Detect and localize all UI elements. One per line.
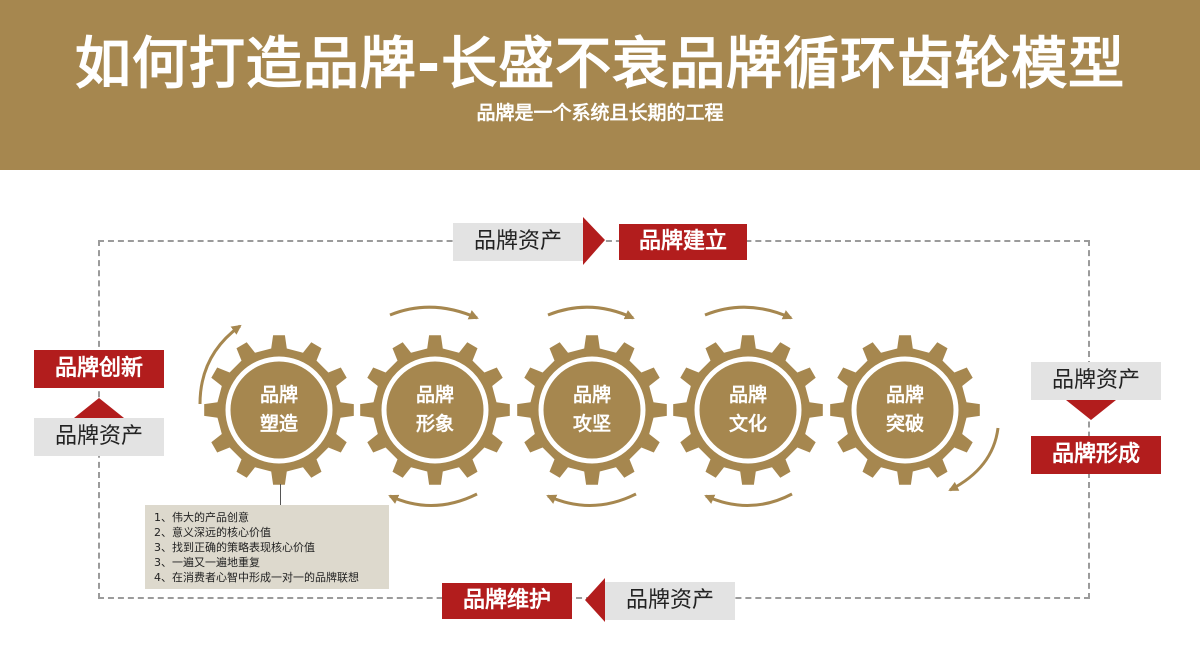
header-banner: 如何打造品牌-长盛不衰品牌循环齿轮模型 品牌是一个系统且长期的工程	[0, 0, 1200, 170]
arrow-top-3	[704, 305, 793, 320]
gear-label-line: 突破	[885, 413, 924, 435]
gear-label-1: 品牌 塑造	[239, 381, 319, 439]
left-asset-label: 品牌资产	[34, 418, 164, 456]
gear-label-line: 文化	[728, 413, 767, 435]
chevron-right-icon	[1066, 400, 1116, 420]
top-asset-label: 品牌资产	[453, 223, 583, 261]
gear-inner-ring	[225, 356, 333, 464]
chevron-top-icon	[583, 217, 605, 265]
notes-item: 3、一遍又一遍地重复	[154, 556, 260, 569]
notes-item: 3、找到正确的策略表现核心价值	[154, 541, 315, 554]
gear-group	[204, 335, 980, 485]
chevron-bottom-icon	[585, 578, 605, 622]
gear-label-line: 品牌	[728, 384, 767, 406]
gear-inner-ring	[694, 356, 802, 464]
notes-item: 1、伟大的产品创意	[154, 511, 249, 524]
gear-inner-ring	[851, 356, 959, 464]
gear-inner-ring	[381, 356, 489, 464]
notes-item: 2、意义深远的核心价值	[154, 526, 271, 539]
gear-label-2: 品牌 形象	[395, 381, 475, 439]
gear-label-line: 品牌	[415, 384, 454, 406]
right-stage-label: 品牌形成	[1031, 436, 1161, 474]
page-subtitle: 品牌是一个系统且长期的工程	[476, 102, 724, 124]
gear-inner-ring	[538, 356, 646, 464]
notes-box: 1、伟大的产品创意 2、意义深远的核心价值 3、找到正确的策略表现核心价值 3、…	[145, 505, 389, 589]
arrow-top-1	[389, 305, 479, 320]
arrow-bottom-1	[388, 492, 478, 507]
notes-connector-line	[280, 484, 281, 505]
gear-label-5: 品牌 突破	[865, 381, 945, 439]
gear-label-line: 形象	[415, 413, 454, 435]
chevron-left-icon	[74, 398, 124, 418]
bottom-asset-label: 品牌资产	[605, 582, 735, 620]
gear-label-line: 品牌	[885, 384, 924, 406]
arrow-left-up	[198, 324, 242, 405]
arrow-right-down	[948, 427, 1000, 492]
page-title: 如何打造品牌-长盛不衰品牌循环齿轮模型	[74, 32, 1126, 97]
gear-label-3: 品牌 攻坚	[552, 381, 632, 439]
arrow-bottom-2	[546, 492, 637, 507]
left-stage-label: 品牌创新	[34, 350, 164, 388]
right-asset-label: 品牌资产	[1031, 362, 1161, 400]
gear-label-4: 品牌 文化	[708, 381, 788, 439]
bottom-stage-label: 品牌维护	[442, 583, 572, 619]
rotation-arrows	[198, 305, 1000, 507]
arrow-top-2	[547, 305, 635, 320]
gear-label-line: 塑造	[259, 413, 298, 435]
notes-item: 4、在消费者心智中形成一对一的品牌联想	[154, 571, 359, 584]
gear-label-line: 攻坚	[572, 413, 611, 435]
gear-label-line: 品牌	[572, 384, 611, 406]
gear-label-line: 品牌	[259, 384, 298, 406]
top-stage-label: 品牌建立	[619, 224, 747, 260]
arrow-bottom-3	[704, 492, 793, 507]
